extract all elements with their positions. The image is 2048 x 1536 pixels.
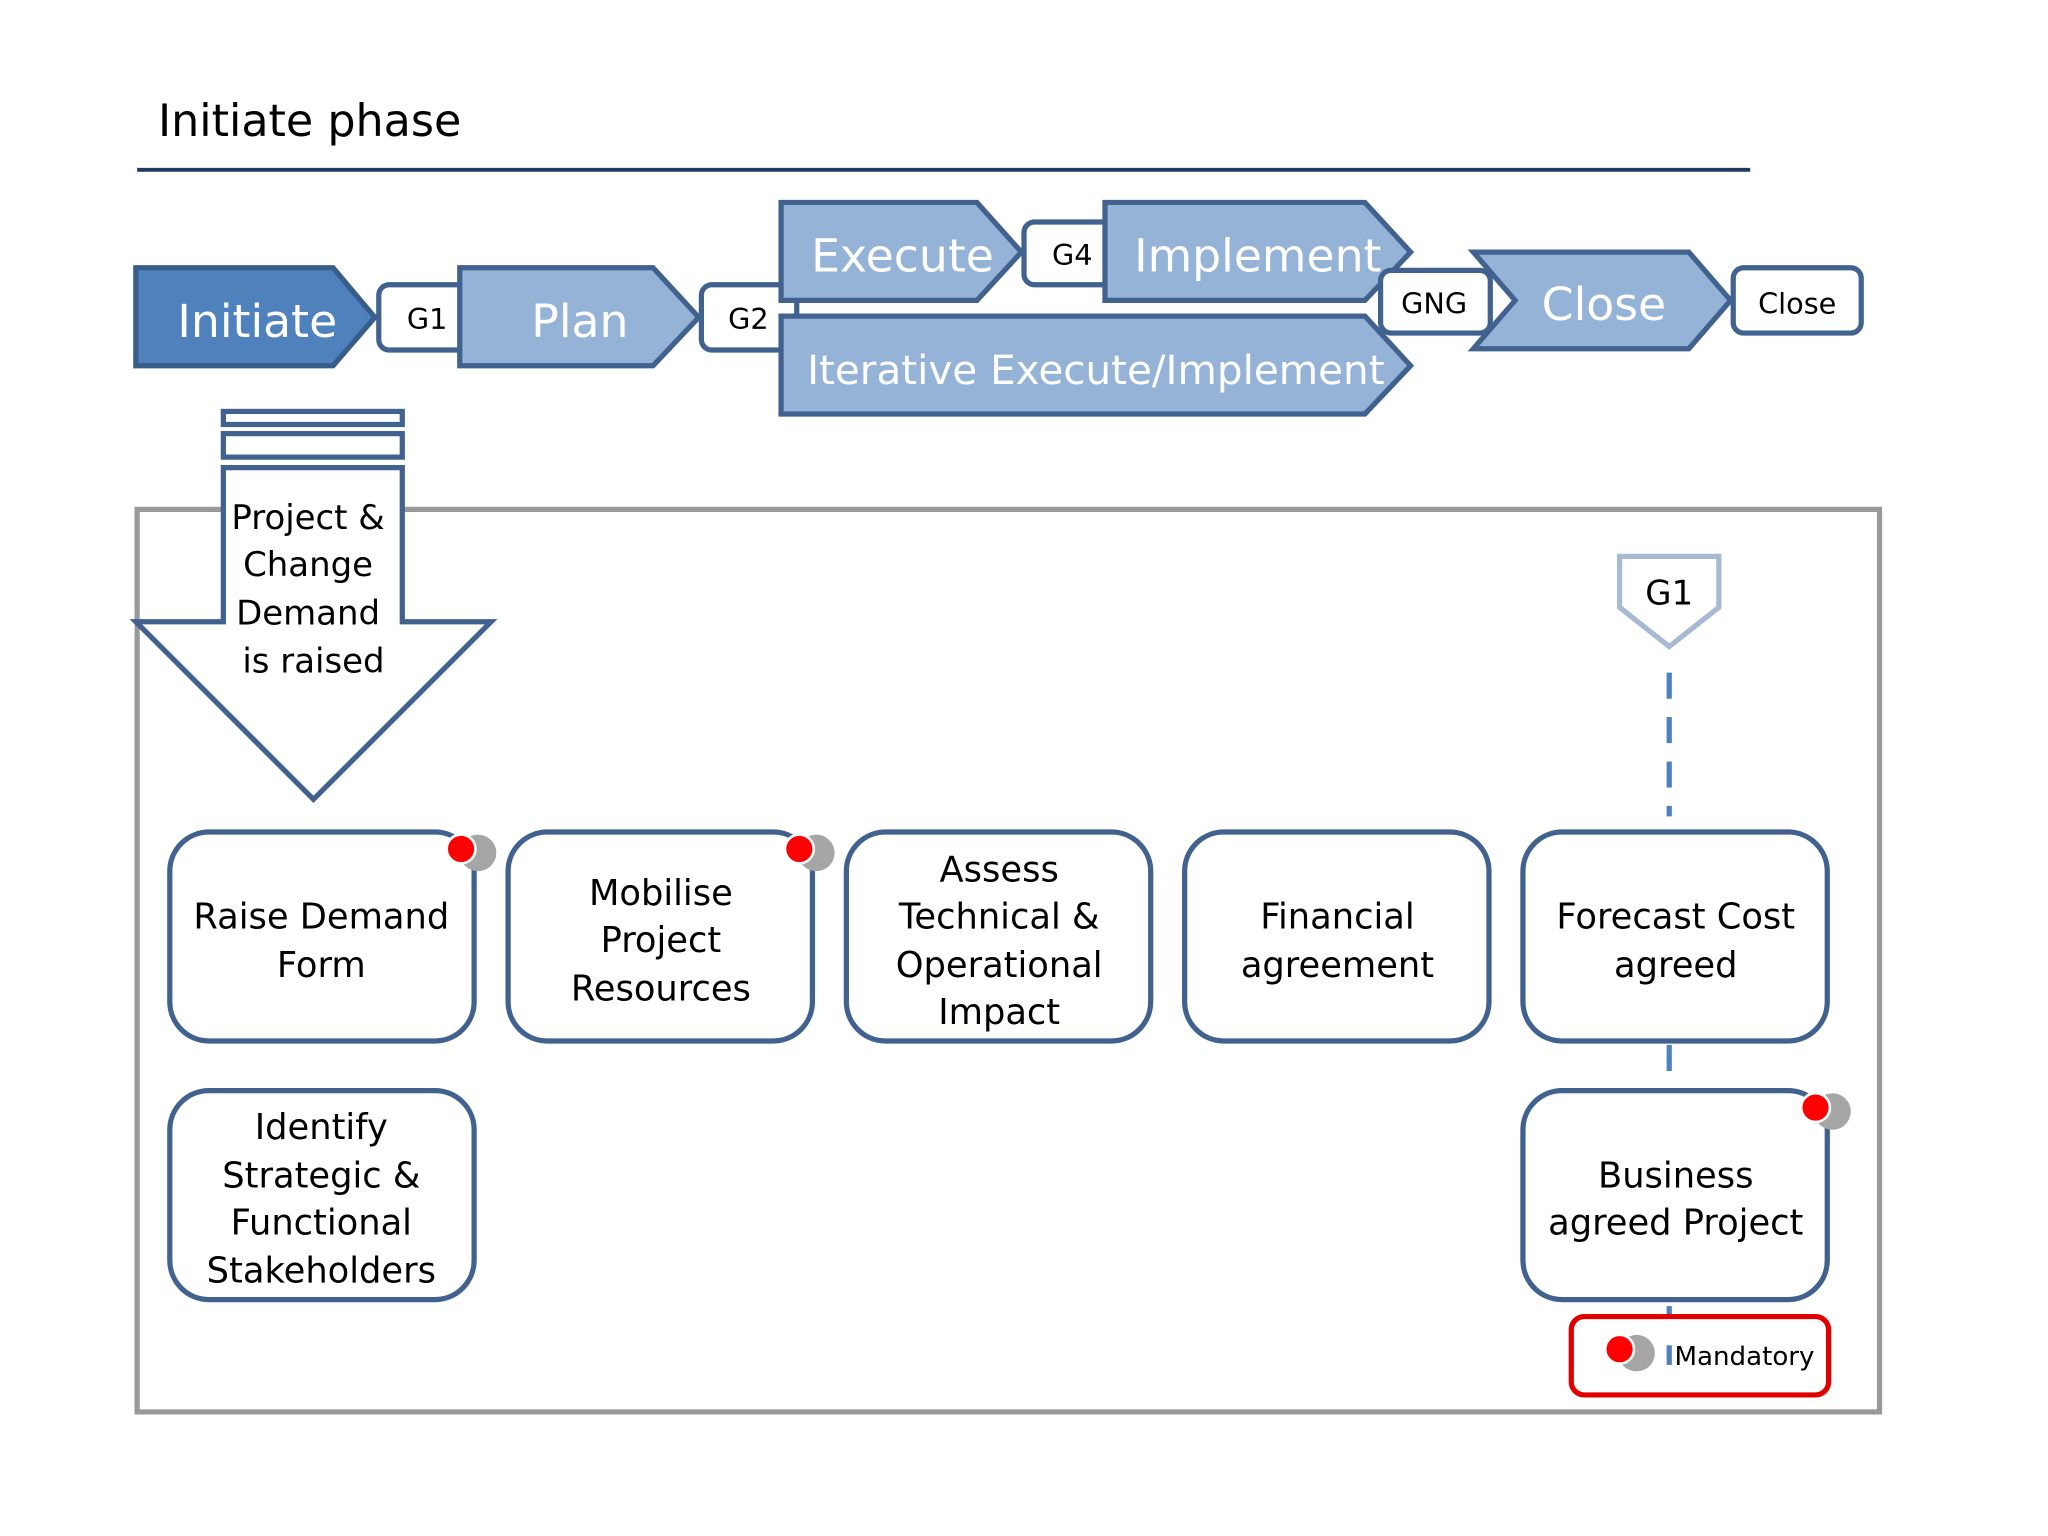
mandatory-icon bbox=[445, 833, 497, 872]
phase-close-label: Close bbox=[1542, 278, 1667, 331]
mandatory-icon bbox=[1603, 1333, 1655, 1372]
demand-arrow: Project & Change Demand is raised bbox=[129, 408, 498, 804]
phase-frame bbox=[134, 506, 1883, 1415]
gate-gng[interactable]: GNG bbox=[1377, 267, 1493, 336]
mandatory-icon bbox=[783, 833, 835, 872]
gate-marker-g1: G1 bbox=[1616, 553, 1722, 650]
phase-iterative[interactable]: Iterative Execute/Implement bbox=[778, 313, 1415, 417]
phase-close[interactable]: Close bbox=[1467, 249, 1735, 352]
gate-g4-label: G4 bbox=[1052, 238, 1093, 272]
phase-initiate-label: Initiate bbox=[177, 295, 337, 348]
gate-g2-label: G2 bbox=[728, 302, 769, 336]
gate-gng-label: GNG bbox=[1401, 286, 1467, 320]
phase-plan-label: Plan bbox=[531, 295, 628, 348]
legend-mandatory: Mandatory bbox=[1568, 1313, 1832, 1398]
phase-initiate[interactable]: Initiate bbox=[133, 265, 379, 369]
gate-g1-label: G1 bbox=[407, 302, 448, 336]
legend-mandatory-label: Mandatory bbox=[1674, 1342, 1814, 1372]
demand-arrow-label: Project & Change Demand is raised bbox=[231, 498, 395, 682]
gate-g2[interactable]: G2 bbox=[698, 282, 800, 353]
phase-implement-label: Implement bbox=[1134, 230, 1381, 283]
phase-iterative-label: Iterative Execute/Implement bbox=[807, 346, 1384, 394]
svg-text:G1: G1 bbox=[1645, 574, 1693, 614]
phase-execute-label: Execute bbox=[811, 230, 994, 283]
phase-plan[interactable]: Plan bbox=[457, 265, 703, 369]
page-title: Initiate phase bbox=[158, 96, 461, 147]
gate-close-label: Close bbox=[1758, 286, 1836, 320]
gate-g1[interactable]: G1 bbox=[376, 282, 476, 353]
phase-execute[interactable]: Execute bbox=[778, 199, 1025, 304]
gate-close[interactable]: Close bbox=[1730, 265, 1864, 336]
phase-implement[interactable]: Implement bbox=[1102, 199, 1415, 304]
mandatory-icon bbox=[1799, 1091, 1851, 1130]
